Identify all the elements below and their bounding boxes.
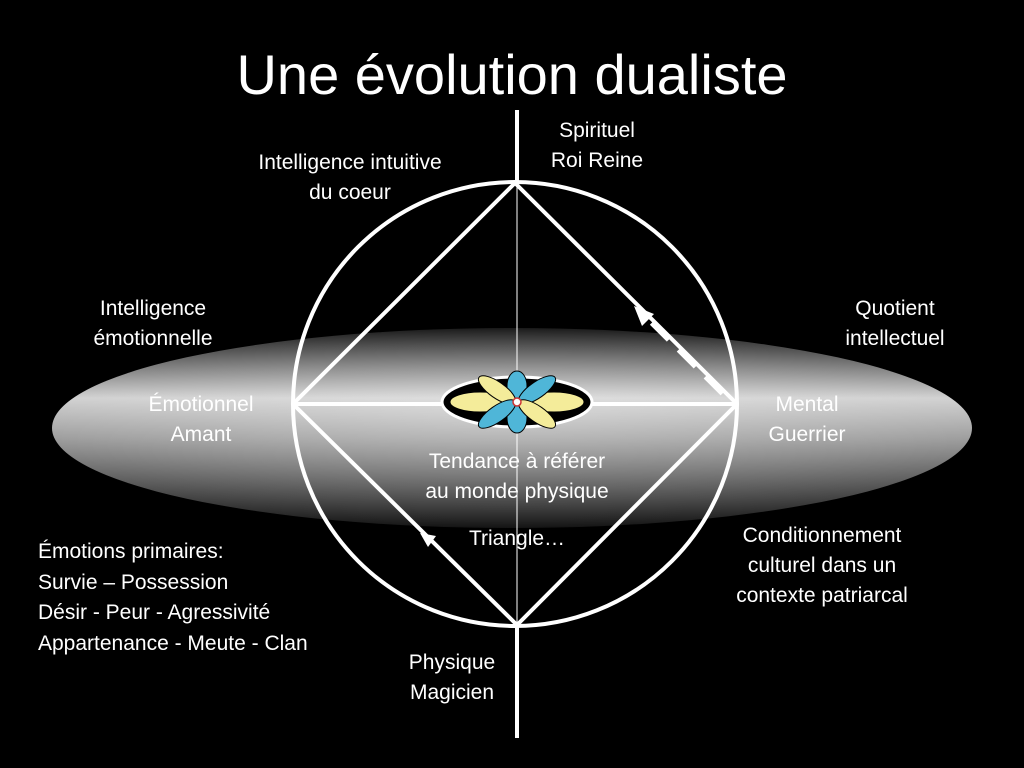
- label-intelligence-emotionnelle: Intelligence émotionnelle: [68, 294, 238, 354]
- emotions-line: Désir - Peur - Agressivité: [38, 601, 271, 624]
- label-physique: Physique Magicien: [382, 648, 522, 708]
- label-line: Magicien: [409, 681, 495, 704]
- label-conditionnement: Conditionnement culturel dans un context…: [702, 521, 942, 611]
- label-line: Intelligence: [99, 297, 207, 320]
- central-flower: [440, 370, 594, 434]
- label-line: Quotient: [855, 297, 935, 320]
- dashed-arrow-line: [648, 320, 724, 396]
- label-tendance: Tendance à référer au monde physique: [397, 447, 637, 507]
- emotions-line: Survie – Possession: [38, 570, 229, 594]
- label-line: Tendance à référer: [428, 450, 606, 473]
- label-line: Intelligence intuitive: [258, 151, 442, 174]
- label-mental: Mental Guerrier: [747, 390, 867, 450]
- dashed-arrow-head: [634, 306, 654, 326]
- label-intelligence-intuitive: Intelligence intuitive du coeur: [230, 148, 470, 208]
- label-line: contexte patriarcal: [736, 584, 908, 607]
- label-line: Spirituel: [559, 119, 635, 142]
- emotions-heading: Émotions primaires:: [38, 540, 224, 563]
- label-triangle: Triangle…: [468, 527, 566, 550]
- label-line: Physique: [408, 651, 496, 674]
- emotions-line: Appartenance - Meute - Clan: [38, 631, 308, 655]
- label-line: culturel dans un: [747, 554, 897, 577]
- label-emotionnel: Émotionnel Amant: [131, 390, 271, 450]
- label-line: Roi Reine: [550, 149, 644, 172]
- flower-center: [512, 397, 522, 407]
- label-line: du coeur: [309, 181, 391, 204]
- label-spirituel: Spirituel Roi Reine: [537, 116, 657, 176]
- triangle-arrow-head: [420, 533, 436, 547]
- emotions-primaires-list: Émotions primaires: Survie – Possession …: [38, 537, 308, 659]
- label-line: émotionnelle: [93, 327, 213, 350]
- inner-diamond: [291, 181, 739, 627]
- slide-title: Une évolution dualiste: [236, 43, 788, 106]
- label-line: Guerrier: [768, 423, 846, 446]
- label-line: Conditionnement: [742, 524, 902, 547]
- label-line: Mental: [775, 393, 839, 416]
- label-line: Émotionnel: [148, 393, 254, 416]
- label-line: Amant: [170, 423, 232, 446]
- label-quotient-intellectuel: Quotient intellectuel: [820, 294, 970, 354]
- label-line: intellectuel: [845, 327, 945, 350]
- label-line: au monde physique: [425, 480, 609, 503]
